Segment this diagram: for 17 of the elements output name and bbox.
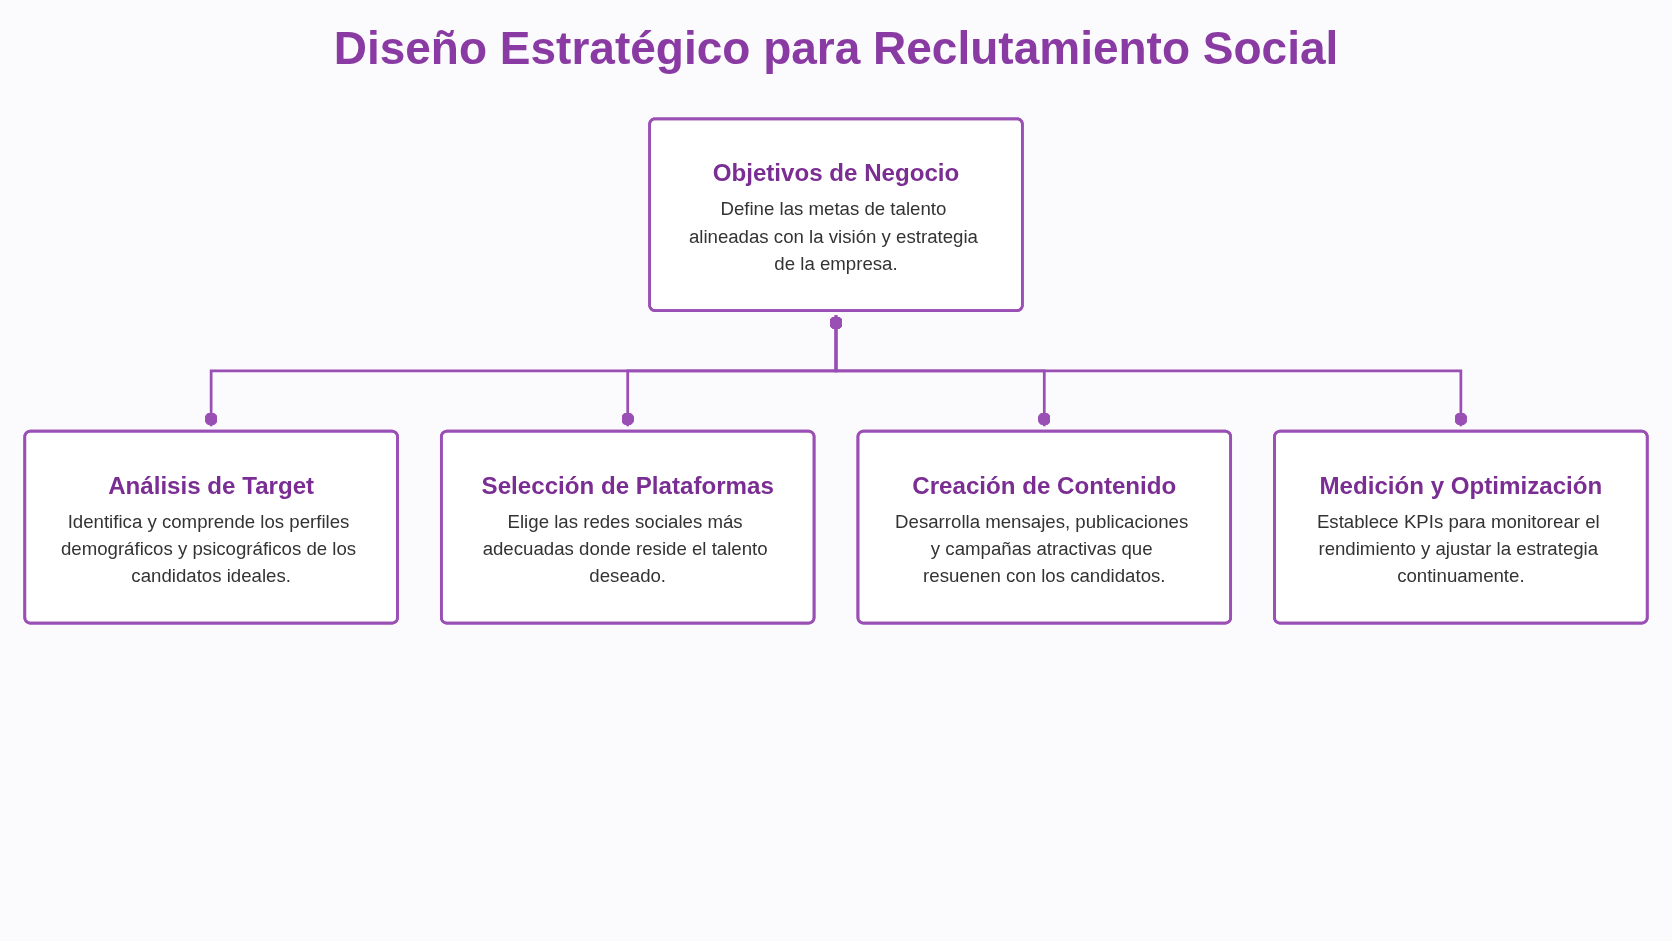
- title: Diseño Estratégico para Reclutamiento Social: [332, 21, 1340, 76]
- node-title: Creación de Contenido: [912, 471, 1177, 500]
- node-description: Identifica y comprende los perfiles demográficos y psicográficos de los candidatos ideales.: [60, 511, 358, 587]
- process-box: [23, 429, 399, 625]
- node-description: Define las metas de talento alineadas con la visión y estrategia de la empresa.: [688, 198, 979, 275]
- process-box: [1273, 429, 1649, 625]
- node-description: Desarrolla mensajes, publicaciones y campañas atractivas que resuenen con los candidatos.: [895, 511, 1190, 587]
- node-title: Medición y Optimización: [1319, 471, 1603, 500]
- process-box: [648, 117, 1024, 312]
- process-box: [440, 429, 816, 625]
- node-title: Objetivos de Negocio: [712, 159, 960, 187]
- node-description: Establece KPIs para monitorear el rendimiento y ajustar la estrategia continuamente.: [1316, 511, 1601, 587]
- node-description: Elige las redes sociales más adecuadas donde reside el talento deseado.: [482, 511, 769, 587]
- process-box: [856, 429, 1232, 625]
- node-title: Selección de Plataformas: [481, 471, 774, 500]
- connector-line: [829, 315, 1468, 427]
- node-title: Análisis de Target: [108, 471, 315, 500]
